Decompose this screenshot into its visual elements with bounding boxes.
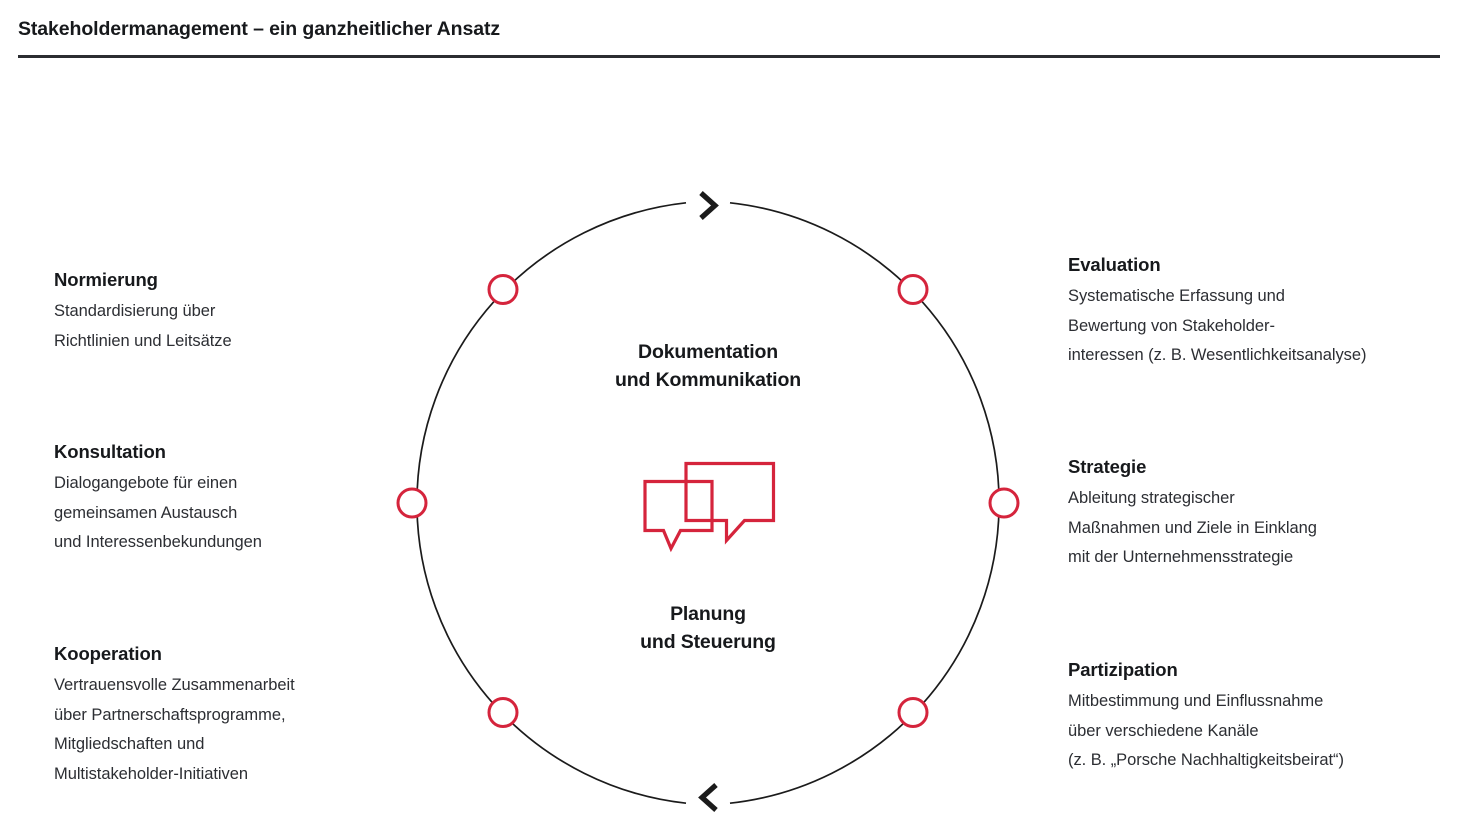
info-line: Richtlinien und Leitsätze: [54, 331, 232, 350]
info-line: Dialogangebote für einen: [54, 474, 238, 492]
info-block-evaluation: Evaluation Systematische Erfassung und B…: [1068, 253, 1458, 371]
cycle-node-normierung[interactable]: [487, 274, 519, 305]
info-line: Mitbestimmung und Einflussnahme: [1068, 692, 1324, 710]
cycle-node-strategie[interactable]: [988, 487, 1020, 519]
center-top-label-line1: Dokumentation: [638, 341, 778, 363]
cycle-nodes: [396, 274, 1020, 728]
info-body-normierung: Standardisierung über Richtlinien und Le…: [54, 297, 454, 356]
info-line: Standardisierung über: [54, 302, 216, 320]
info-line: Ableitung strategischer: [1068, 489, 1235, 507]
info-line: Maßnahmen und Ziele in Einklang: [1068, 518, 1317, 537]
info-title-partizipation: Partizipation: [1068, 659, 1178, 680]
info-title-strategie: Strategie: [1068, 456, 1147, 477]
info-line: Vertrauensvolle Zusammenarbeit: [54, 676, 295, 694]
info-line: Multistakeholder-Initiativen: [54, 764, 248, 783]
info-line: interessen (z. B. Wesentlichkeitsanalyse…: [1068, 346, 1367, 364]
title-divider: [18, 55, 1440, 58]
info-line: (z. B. „Porsche Nachhaltigkeitsbeirat“): [1068, 751, 1344, 769]
info-body-evaluation: Systematische Erfassung und Bewertung vo…: [1068, 282, 1458, 371]
info-block-kooperation: Kooperation Vertrauensvolle Zusammenarbe…: [54, 642, 454, 789]
info-line: und Interessenbekundungen: [54, 533, 262, 551]
info-line: über Partnerschaftsprogramme,: [54, 705, 286, 724]
info-block-partizipation: Partizipation Mitbestimmung und Einfluss…: [1068, 658, 1458, 776]
info-line: Bewertung von Stakeholder-: [1068, 316, 1275, 335]
info-line: Mitgliedschaften und: [54, 735, 205, 753]
info-block-strategie: Strategie Ableitung strategischer Maßnah…: [1068, 455, 1458, 573]
center-top-label: Dokumentation und Kommunikation: [498, 338, 918, 394]
cycle-node-partizipation[interactable]: [897, 697, 929, 728]
center-top-label-line2: und Kommunikation: [615, 369, 801, 391]
info-title-evaluation: Evaluation: [1068, 254, 1161, 275]
center-bottom-label-line2: und Steuerung: [640, 631, 776, 653]
info-block-normierung: Normierung Standardisierung über Richtli…: [54, 268, 454, 356]
info-line: über verschiedene Kanäle: [1068, 721, 1259, 740]
page-title: Stakeholdermanagement – ein ganzheitlich…: [18, 18, 501, 40]
cycle-node-evaluation[interactable]: [897, 274, 929, 305]
info-body-partizipation: Mitbestimmung und Einflussnahme über ver…: [1068, 687, 1458, 776]
info-block-konsultation: Konsultation Dialogangebote für einen ge…: [54, 440, 454, 558]
chevron-right-icon: [699, 191, 719, 220]
speech-bubbles-icon: [643, 461, 776, 553]
info-title-kooperation: Kooperation: [54, 643, 162, 664]
info-line: mit der Unternehmensstrategie: [1068, 548, 1294, 566]
cycle-node-kooperation[interactable]: [487, 697, 519, 728]
info-line: Systematische Erfassung und: [1068, 287, 1285, 305]
center-bottom-label-line1: Planung: [670, 603, 746, 625]
info-title-normierung: Normierung: [54, 269, 158, 290]
center-bottom-label: Planung und Steuerung: [498, 600, 918, 656]
info-body-kooperation: Vertrauensvolle Zusammenarbeit über Part…: [54, 671, 454, 789]
info-body-strategie: Ableitung strategischer Maßnahmen und Zi…: [1068, 484, 1458, 573]
info-line: gemeinsamen Austausch: [54, 503, 238, 522]
chevron-left-icon: [698, 783, 718, 812]
cycle-node-konsultation[interactable]: [396, 487, 428, 519]
info-body-konsultation: Dialogangebote für einen gemeinsamen Aus…: [54, 469, 454, 558]
info-title-konsultation: Konsultation: [54, 441, 166, 462]
